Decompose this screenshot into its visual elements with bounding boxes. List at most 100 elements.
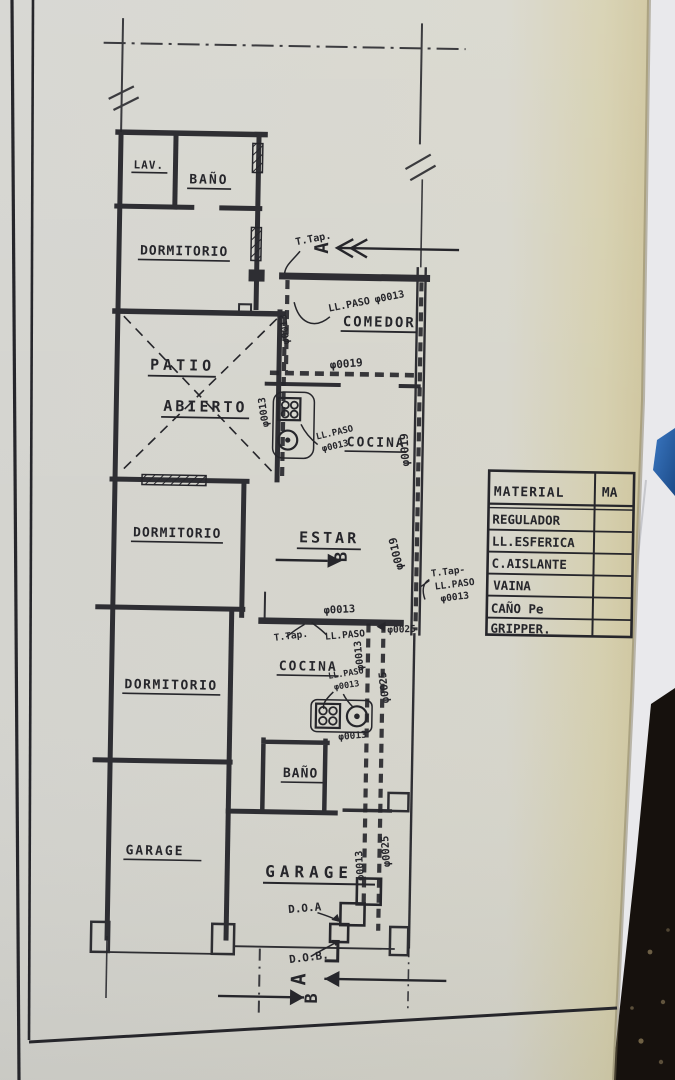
plan-line [485, 469, 636, 639]
plan-line [120, 18, 125, 133]
plan-line [488, 528, 634, 534]
annotation-d13-right: φ0013 [440, 590, 470, 604]
plan-line [487, 572, 633, 578]
plan-line [105, 935, 108, 998]
plan-line: DORMITORIO [133, 525, 222, 542]
room-label-cocina-lower: COCINA [276, 659, 339, 677]
section-arrow-a-top: A [311, 238, 460, 259]
plan-line [660, 999, 666, 1005]
plan-line [95, 604, 246, 612]
plan-line [658, 1059, 664, 1065]
dark-object [612, 688, 675, 1080]
plan-line [258, 617, 404, 627]
plan-line [388, 925, 410, 957]
plan-line: ESTAR [299, 528, 359, 547]
plan-line [419, 179, 424, 268]
section-arrow-a-bottom: A [286, 971, 447, 988]
heater-icon [355, 877, 383, 907]
kitchen-upper-fixtures [271, 391, 316, 460]
plan-line [248, 269, 265, 282]
plan-line [92, 757, 233, 765]
plan-line [485, 469, 636, 639]
plan-line [89, 920, 111, 954]
plan-line [331, 914, 341, 923]
room-label-cocina-upper: COCINA [344, 435, 407, 453]
plan-line [285, 623, 305, 638]
table-row: C.AISLANTE [491, 556, 567, 572]
plan-line [237, 303, 253, 315]
plan-line [324, 971, 340, 988]
plan-line [131, 171, 168, 174]
annotation-llpaso-estar: LL.PASO [325, 628, 366, 642]
floorplan-walls [89, 129, 431, 957]
table-row: LL.ESFERICA [492, 534, 576, 550]
plan-line [276, 674, 339, 677]
paper-edge-shadow [612, 0, 651, 1080]
kitchen-lower-fixtures [310, 698, 373, 734]
annotation-d13-estar-wall: φ0013 [323, 603, 355, 617]
plan-line: DORMITORIO [140, 243, 229, 260]
plan-line [300, 423, 319, 446]
plan-line [488, 502, 634, 508]
plan-line [314, 702, 342, 730]
room-label-patio: PATIO [147, 356, 216, 378]
room-label-banio-lower: BAÑO [280, 765, 323, 784]
plan-line [279, 272, 431, 283]
plan-line: LAV. [133, 158, 164, 172]
plan-line [269, 370, 419, 378]
plan-line [340, 330, 417, 334]
plan-line [264, 381, 421, 389]
room-label-abierto: ABIERTO [161, 397, 250, 420]
plan-line [147, 374, 216, 378]
plan-line [103, 41, 466, 51]
plan-line [327, 553, 342, 568]
table-row: REGULADOR [492, 512, 560, 528]
plan-line [293, 301, 331, 325]
plan-line [338, 246, 460, 252]
plan-line [251, 142, 264, 174]
plan-line [277, 429, 299, 451]
room-label-comedor: COMEDOR [340, 314, 417, 334]
break-symbol-right [404, 153, 437, 182]
plan-line [285, 437, 291, 443]
plan-line [418, 23, 424, 145]
plan-line [324, 977, 447, 983]
annotation-doa: D.O.A [288, 900, 322, 916]
plan-line [10, 0, 21, 1080]
plan-line [289, 989, 305, 1006]
sink-icon [277, 429, 299, 451]
stove-icon [276, 396, 302, 422]
plan-line [280, 781, 323, 784]
room-label-dormitorio-3: DORMITORIO [122, 677, 221, 696]
plan-line: COCINA [347, 435, 406, 451]
plan-line [257, 948, 261, 1015]
room-label-lav: LAV. [131, 158, 168, 174]
annotation-d13-comedor-pipe: φ0013 [278, 314, 292, 345]
sink-icon [345, 705, 369, 728]
sheet-border [10, 0, 618, 1080]
plan-line [223, 608, 235, 941]
plan-line [218, 994, 305, 999]
counter-outline [310, 698, 373, 734]
annotation-d25-pipe-lower: φ0025 [377, 671, 392, 704]
annotation-d13-cocina-lower: φ0013 [333, 679, 360, 693]
plan-line [225, 808, 338, 816]
table-header-ma: MA [602, 486, 618, 501]
plan-line [210, 922, 236, 956]
plan-line [274, 309, 283, 483]
plan-line: PATIO [150, 356, 215, 375]
plan-line [328, 716, 338, 726]
plan-line: ABIERTO [163, 397, 248, 416]
plan-line [331, 939, 341, 946]
plan-line [283, 250, 301, 274]
materials-table: MATERIAL MA REGULADOR LL.ESFERICA C.AISL… [485, 469, 636, 639]
leader-lines [283, 250, 430, 958]
plan-line [322, 691, 334, 710]
section-arrow-b-bottom: B [218, 989, 322, 1006]
table-row: GRIPPER. [490, 621, 550, 637]
plan-line [647, 949, 653, 955]
patio-diagonals [120, 315, 278, 475]
plan-line [262, 881, 376, 886]
